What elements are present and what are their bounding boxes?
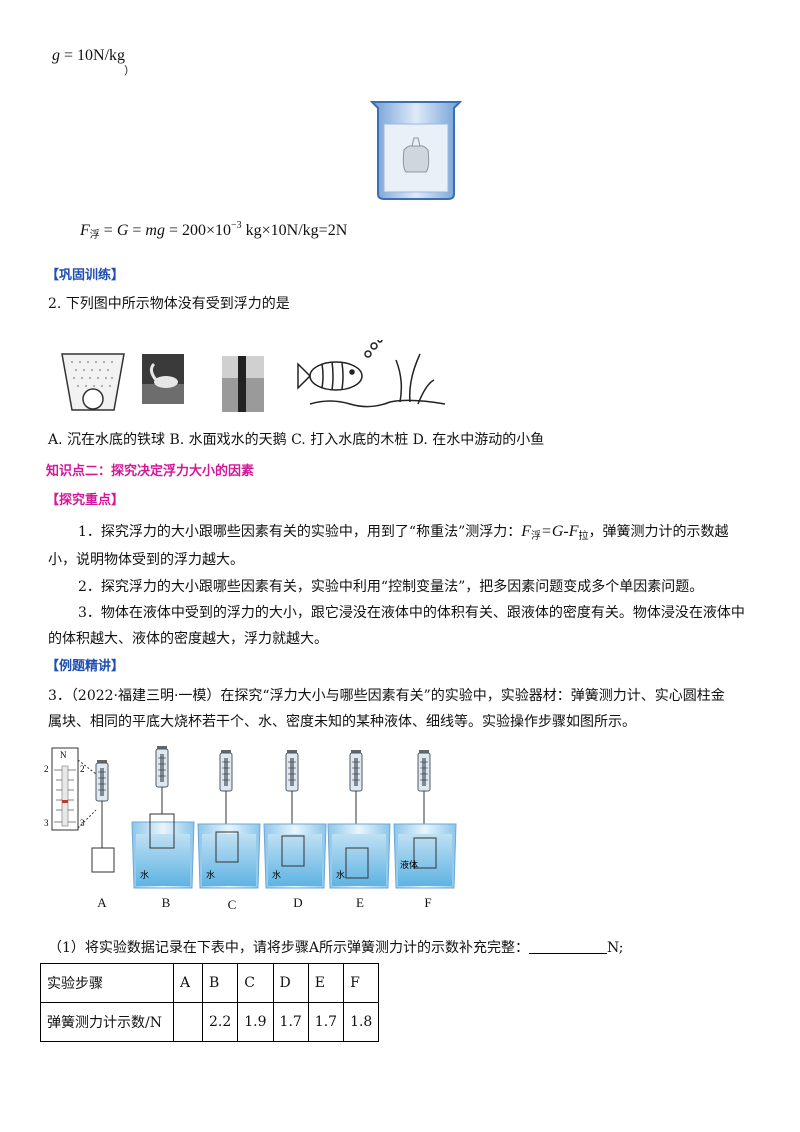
example-heading: 【例题精讲】 xyxy=(46,659,125,674)
focus-point-3: 3．物体在液体中受到的浮力的大小，跟它浸没在液体中的体积有关、跟液体的密度有关。… xyxy=(78,605,745,621)
scale-mark-3-right: 3 xyxy=(80,818,85,828)
formula-eq2: = xyxy=(128,222,146,239)
block-a xyxy=(91,847,115,873)
table-header-cell: E xyxy=(307,963,345,1003)
sub-1-unit: N; xyxy=(607,940,624,956)
scale-unit: N xyxy=(60,750,67,760)
liquid-label-c: 水 xyxy=(206,869,215,881)
table-header-cell: 实验步骤 xyxy=(40,963,174,1003)
buoyancy-formula: F浮 = G = mg = 200×10−3 kg×10N/kg=2N xyxy=(80,216,347,246)
question-2-options: A. 沉在水底的铁球 B. 水面戏水的天鹅 C. 打入水底的木桩 D. 在水中游… xyxy=(48,432,545,448)
table-cell-e: 1.7 xyxy=(307,1002,345,1042)
question-2-stem: 2. 下列图中所示物体没有受到浮力的是 xyxy=(48,296,290,312)
table-cell-b: 2.2 xyxy=(201,1002,239,1042)
question-2-pictures xyxy=(61,340,446,412)
scale-mark-3-left: 3 xyxy=(44,818,49,828)
meter-f xyxy=(417,749,431,799)
caption-d: D xyxy=(293,895,303,910)
formula-eq1: = xyxy=(99,222,117,239)
data-table: 实验步骤 A B C D E F 弹簧测力计示数/N 2.2 1.9 1.7 1… xyxy=(40,963,380,1042)
formula-part2: kg×10N/kg=2N xyxy=(241,222,348,239)
focus-1-text: 1．探究浮力的大小跟哪些因素有关的实验中，用到了“称重法”测浮力： xyxy=(78,524,522,540)
table-row-label: 弹簧测力计示数/N xyxy=(40,1002,174,1042)
formula-sub: 浮 xyxy=(89,230,100,241)
table-header-cell: F xyxy=(343,963,380,1003)
table-cell-a[interactable] xyxy=(173,1002,203,1042)
caption-a: A xyxy=(97,895,107,910)
option-c-picture xyxy=(222,356,264,412)
sub-1-text: （1）将实验数据记录在下表中，请将步骤A所示弹簧测力计的示数补充完整： xyxy=(48,940,530,956)
question-3-line-1: 3．（2022·福建三明·一模）在探究“浮力大小与哪些因素有关”的实验中，实验器… xyxy=(48,688,725,704)
g-symbol: g xyxy=(52,47,60,64)
gravity-constant: g = 10N/kg xyxy=(52,46,125,66)
closing-paren: ） xyxy=(124,64,135,77)
formula-mg: mg xyxy=(145,222,165,239)
caption-e: E xyxy=(356,895,364,910)
focus-1-mid: =G-F xyxy=(541,523,579,540)
zoomed-scale: N 2 2 3 3 xyxy=(44,747,97,831)
caption-f: F xyxy=(424,895,432,910)
caption-b: B xyxy=(161,895,171,910)
answer-blank[interactable] xyxy=(529,939,608,954)
focus-heading: 【探究重点】 xyxy=(46,493,125,508)
experiment-figure: N 2 2 3 3 水 水 水 xyxy=(44,745,457,889)
formula-G: G xyxy=(116,222,129,239)
option-a-picture xyxy=(61,353,125,411)
table-cell-f: 1.8 xyxy=(343,1002,380,1042)
caption-c: C xyxy=(227,897,237,912)
focus-1-formula: F浮=G-F拉 xyxy=(521,523,589,542)
focus-point-1-cont: 小，说明物体受到的浮力越大。 xyxy=(48,552,244,568)
table-header-cell: A xyxy=(173,963,203,1003)
focus-point-2: 2．探究浮力的大小跟哪些因素有关，实验中利用“控制变量法”，把多因素问题变成多个… xyxy=(78,579,704,595)
table-header-row: 实验步骤 A B C D E F xyxy=(40,963,380,1003)
beaker-bag-figure xyxy=(369,101,463,200)
option-b-picture xyxy=(142,354,184,404)
table-row: 弹簧测力计示数/N 2.2 1.9 1.7 1.7 1.8 xyxy=(40,1002,380,1042)
focus-point-1: 1．探究浮力的大小跟哪些因素有关的实验中，用到了“称重法”测浮力：F浮=G-F拉… xyxy=(78,522,728,547)
focus-1-text-end: ，弹簧测力计的示数越 xyxy=(588,524,729,540)
meter-a xyxy=(95,759,109,809)
meter-b xyxy=(155,745,169,795)
table-header-cell: C xyxy=(237,963,274,1003)
focus-1-F: F xyxy=(521,523,532,540)
scale-mark-2-left: 2 xyxy=(44,764,49,774)
focus-1-sub2: 拉 xyxy=(578,531,589,542)
meter-d xyxy=(285,749,299,799)
formula-F: F xyxy=(80,222,90,239)
formula-part1: = 200×10 xyxy=(164,222,232,239)
table-header-cell: B xyxy=(201,963,239,1003)
knowledge-point-2-heading: 知识点二：探究决定浮力大小的因素 xyxy=(46,464,255,479)
option-d-picture xyxy=(297,340,446,408)
liquid-label-b: 水 xyxy=(140,869,149,881)
table-header-cell: D xyxy=(272,963,309,1003)
formula-exp: −3 xyxy=(231,220,242,231)
question-3-sub-1: （1）将实验数据记录在下表中，请将步骤A所示弹簧测力计的示数补充完整： N; xyxy=(48,938,623,958)
table-cell-c: 1.9 xyxy=(237,1002,274,1042)
table-cell-d: 1.7 xyxy=(272,1002,309,1042)
consolidate-heading: 【巩固训练】 xyxy=(46,268,125,283)
meter-c xyxy=(219,749,233,799)
focus-1-sub1: 浮 xyxy=(531,531,542,542)
focus-point-3-cont: 的体积越大、液体的密度越大，浮力就越大。 xyxy=(48,631,328,647)
liquid-label-d: 水 xyxy=(272,869,281,881)
g-value: = 10N/kg xyxy=(60,47,126,64)
scale-mark-2-right: 2 xyxy=(80,764,85,774)
meter-e xyxy=(349,749,363,799)
liquid-label-e: 水 xyxy=(336,869,345,881)
liquid-label-f: 液体 xyxy=(400,859,418,871)
question-3-line-2: 属块、相同的平底大烧杯若干个、水、密度未知的某种液体、细线等。实验操作步骤如图所… xyxy=(48,714,636,730)
